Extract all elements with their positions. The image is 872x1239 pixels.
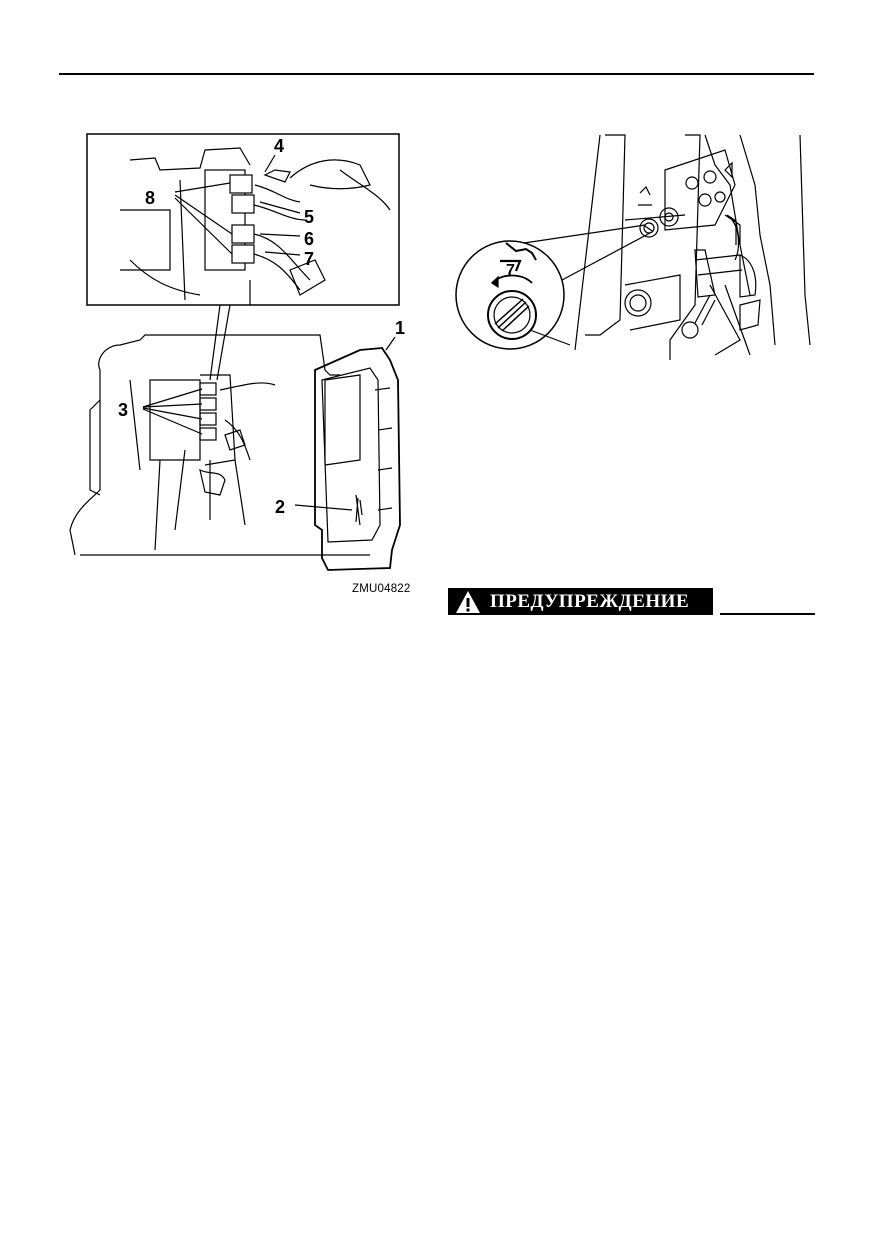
svg-text:8: 8 xyxy=(145,188,155,208)
header-rule xyxy=(59,73,814,75)
svg-text:3: 3 xyxy=(118,400,128,420)
svg-text:6: 6 xyxy=(304,229,314,249)
svg-text:1: 1 xyxy=(395,318,405,338)
trim-tab-illustration: 7 xyxy=(455,134,811,360)
svg-text:7: 7 xyxy=(304,249,314,269)
warning-banner: ПРЕДУПРЕЖДЕНИЕ xyxy=(448,588,713,615)
svg-text:2: 2 xyxy=(275,497,285,517)
svg-text:4: 4 xyxy=(274,136,284,156)
warning-triangle-icon xyxy=(456,590,480,613)
svg-text:5: 5 xyxy=(304,207,314,227)
engine-connector-illustration: 4 8 5 6 7 1 3 2 xyxy=(69,133,405,571)
warning-label: ПРЕДУПРЕЖДЕНИЕ xyxy=(490,590,690,612)
figure-code: ZMU04822 xyxy=(352,583,411,595)
callout-7: 7 xyxy=(506,262,515,279)
warning-underline xyxy=(720,613,815,615)
